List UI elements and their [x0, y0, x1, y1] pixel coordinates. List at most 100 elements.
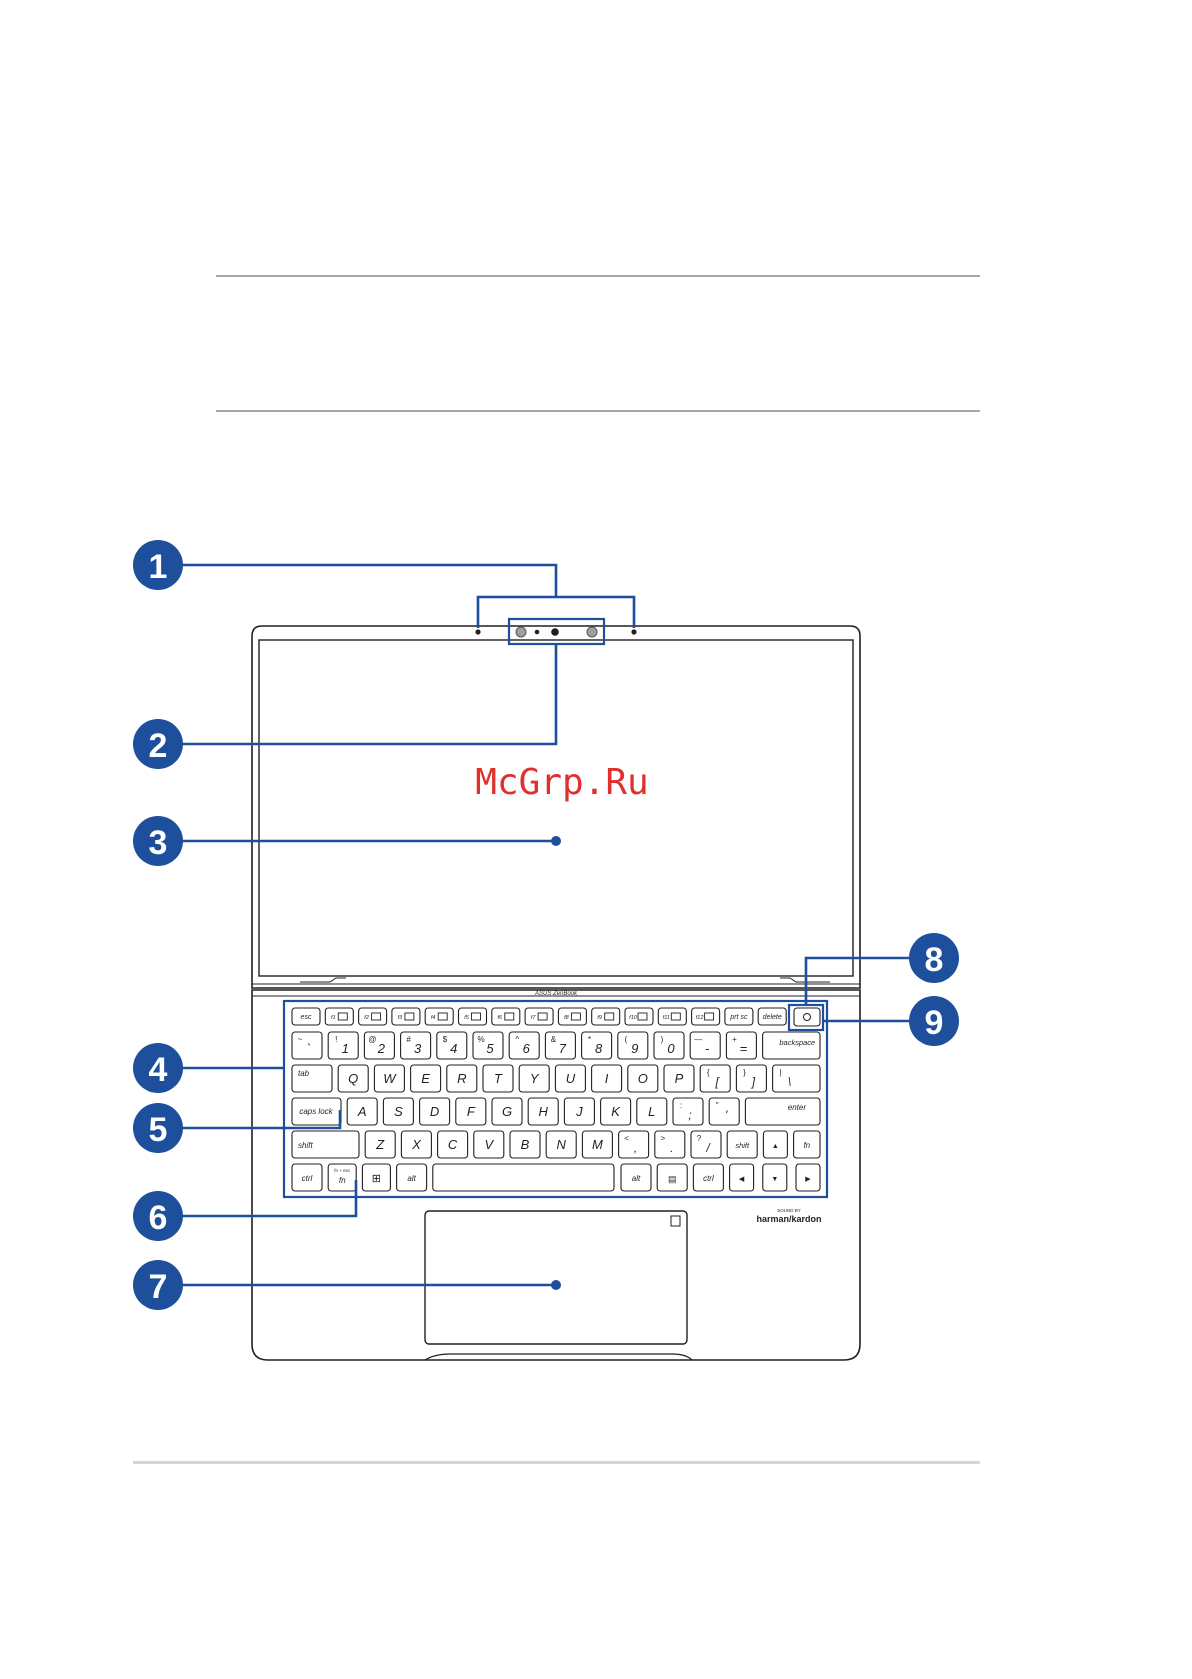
ir-sensor-left — [515, 626, 527, 638]
key-cap — [581, 1130, 613, 1159]
key-y: Y — [518, 1064, 550, 1093]
svg-text:8: 8 — [925, 941, 944, 979]
key-cap — [382, 1097, 414, 1126]
key-label: alt — [632, 1174, 641, 1183]
key-cap — [291, 1163, 323, 1192]
key-label: J — [575, 1104, 583, 1119]
front-notch — [424, 1353, 693, 1361]
key-label: esc — [301, 1014, 312, 1021]
keyboard-highlight-box — [282, 999, 829, 1199]
key-cap — [656, 1163, 688, 1192]
key-cap — [692, 1163, 724, 1192]
svg-text:9: 9 — [925, 1004, 944, 1042]
key-p: P — [663, 1064, 695, 1093]
key-cap — [762, 1130, 788, 1159]
key-upper-symbol: ^ — [515, 1035, 519, 1044]
key-lower-symbol: - — [705, 1041, 710, 1056]
key-upper-symbol: ~ — [298, 1035, 303, 1044]
key-upper-symbol: # — [406, 1035, 411, 1044]
key-cap — [527, 1097, 559, 1126]
callout-8: 8 — [909, 933, 959, 983]
key-cap — [793, 1130, 821, 1159]
key-label: backspace — [779, 1038, 815, 1047]
key-cap — [793, 1007, 821, 1027]
key-d: D — [419, 1097, 451, 1126]
key-cap — [762, 1163, 788, 1192]
key-lower-symbol: ] — [751, 1075, 756, 1089]
key-cap — [473, 1130, 505, 1159]
svg-text:3: 3 — [149, 824, 168, 862]
callout-3: 3 — [133, 816, 183, 866]
key-arrow-right: ▶ — [795, 1163, 821, 1192]
callout-5: 5 — [133, 1103, 183, 1153]
lid-outer-edge — [251, 625, 861, 989]
key-lower-symbol: \ — [788, 1075, 791, 1089]
key-prt-sc: prt sc — [724, 1007, 754, 1026]
callout-6: 6 — [133, 1191, 183, 1241]
key-f1: f1 — [324, 1007, 354, 1026]
key-cap — [654, 1130, 686, 1159]
key-bracket-1: }] — [735, 1064, 767, 1093]
key-cap — [563, 1097, 595, 1126]
arrow-down-icon: ▼ — [771, 1176, 778, 1183]
key-r: R — [446, 1064, 478, 1093]
key-label: caps lock — [299, 1107, 333, 1116]
key-k: K — [600, 1097, 632, 1126]
key-cap — [591, 1064, 623, 1093]
key-c: C — [437, 1130, 469, 1159]
callout-4: 4 — [133, 1043, 183, 1093]
ir-sensor-right — [586, 626, 598, 638]
audio-logo-top: SOUND BY — [777, 1208, 801, 1213]
key-cap — [509, 1130, 541, 1159]
key-cap — [617, 1031, 649, 1060]
key-4: $4 — [436, 1031, 468, 1060]
key-arrow-left: ◀ — [729, 1163, 755, 1192]
key-cap — [757, 1007, 787, 1026]
svg-text:2: 2 — [149, 727, 168, 765]
touchpad — [424, 1210, 688, 1345]
key-backspace: backspace — [762, 1031, 821, 1060]
key-lower-symbol: 4 — [450, 1041, 457, 1056]
footer-rule — [133, 1461, 980, 1464]
key-label: N — [557, 1137, 567, 1152]
key-punct-b0: <, — [618, 1130, 650, 1159]
key-cap — [346, 1097, 378, 1126]
key-upper-symbol: { — [707, 1068, 710, 1077]
key-m: M — [581, 1130, 613, 1159]
key-lower-symbol: / — [705, 1141, 711, 1155]
key-label: O — [638, 1071, 648, 1086]
bezel-logo: ASUS ZenBook — [534, 991, 578, 997]
key-o: O — [627, 1064, 659, 1093]
key-cap — [373, 1064, 405, 1093]
key-x: X — [400, 1130, 432, 1159]
key-cap — [491, 1097, 523, 1126]
key-f6: f6 — [491, 1007, 521, 1026]
key-l: L — [636, 1097, 668, 1126]
key-bracket-0: {[ — [699, 1064, 731, 1093]
key-upper-symbol: } — [743, 1068, 746, 1077]
key-cap — [620, 1163, 652, 1192]
key-lower-symbol: [ — [715, 1075, 721, 1089]
key-9: (9 — [617, 1031, 649, 1060]
key-cap — [324, 1007, 354, 1026]
key-lower-symbol: 1 — [342, 1041, 349, 1056]
svg-text:1: 1 — [149, 548, 168, 586]
key-cap — [554, 1064, 586, 1093]
function-key-icon — [570, 1012, 581, 1021]
key-label: f1 — [331, 1015, 336, 1021]
key-f12: f12 — [691, 1007, 721, 1026]
key-punct-1: "' — [708, 1097, 740, 1126]
key-label: Z — [375, 1137, 385, 1152]
function-key-icon — [704, 1012, 715, 1021]
key-cap — [508, 1031, 540, 1060]
key-label: f6 — [498, 1015, 504, 1021]
key-label: V — [484, 1137, 494, 1152]
key-cap — [472, 1031, 504, 1060]
function-key-icon — [637, 1012, 648, 1021]
key-lower-symbol: = — [740, 1041, 748, 1056]
key-f9: f9 — [591, 1007, 621, 1026]
callout-1: 1 — [133, 540, 183, 590]
key-cap — [744, 1097, 821, 1126]
key-upper-symbol: ) — [661, 1035, 664, 1044]
